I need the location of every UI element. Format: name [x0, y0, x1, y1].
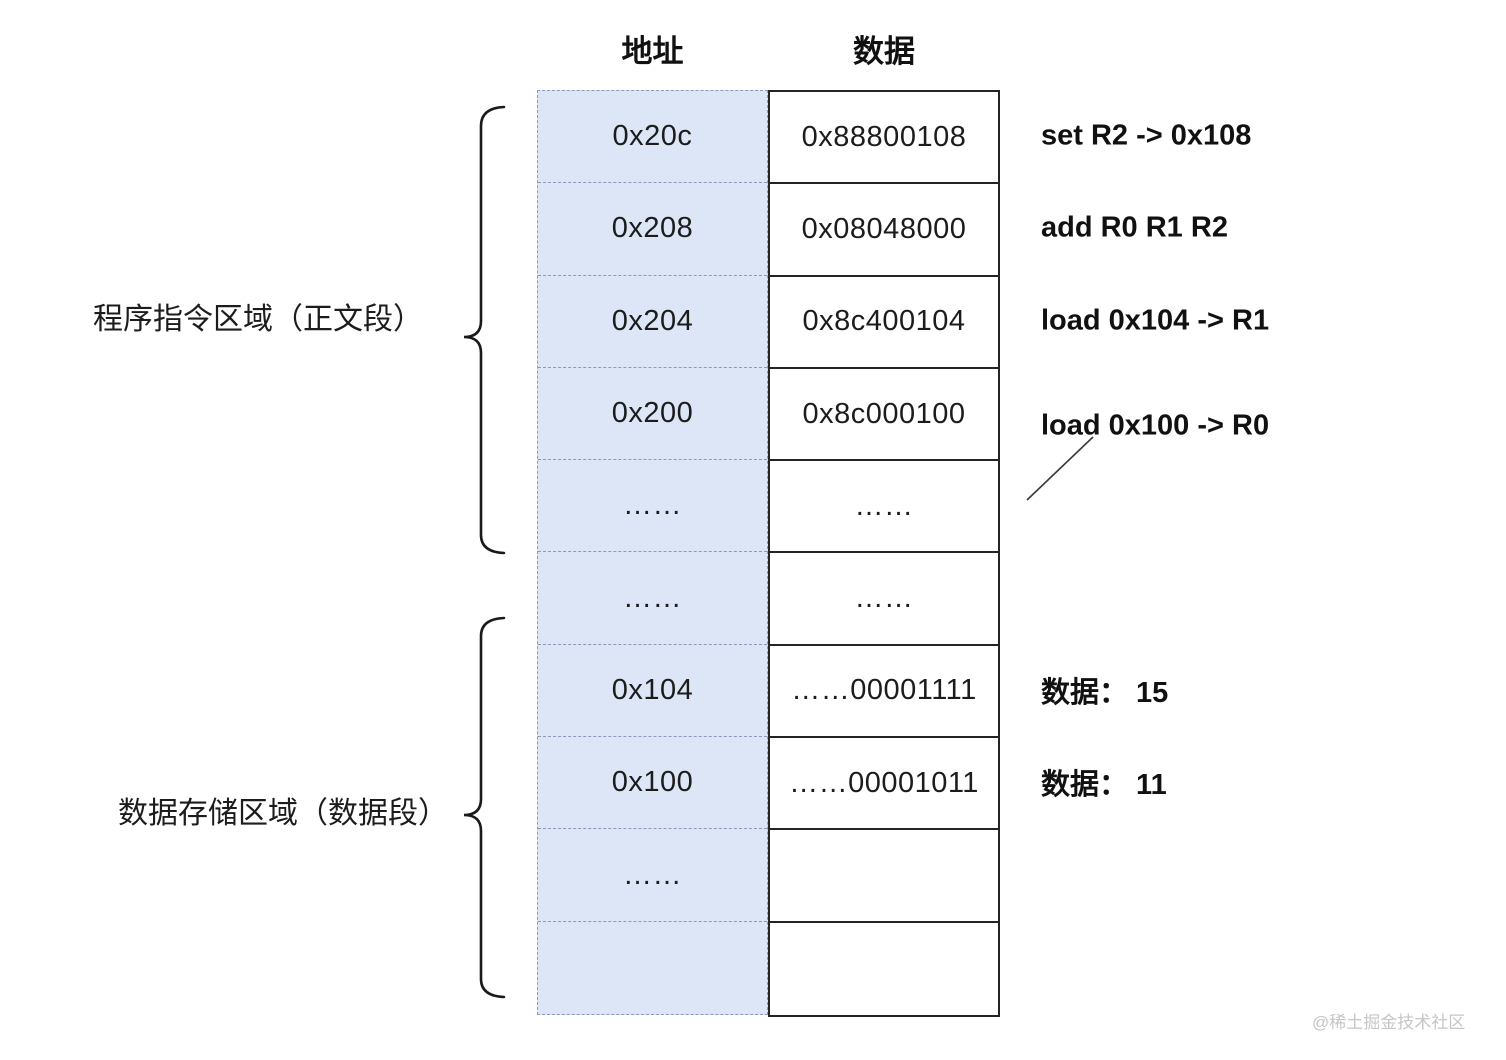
memory-data-cell: 0x08048000: [770, 184, 998, 277]
memory-address-cell: ……: [538, 829, 767, 922]
text-segment-label: 程序指令区域（正文段）: [93, 303, 423, 336]
row-annotation: add R0 R1 R2: [1041, 211, 1228, 244]
memory-data-cell: 0x8c400104: [770, 277, 998, 369]
memory-data-cell: ……: [770, 461, 998, 554]
memory-address-cell: 0x100: [538, 737, 767, 830]
memory-address-cell: ……: [538, 552, 767, 645]
memory-address-cell: 0x20c: [538, 91, 767, 184]
text-segment-brace: [463, 105, 506, 555]
memory-data-cell: ……: [770, 553, 998, 646]
leader-line: [1026, 436, 1094, 501]
memory-data-cell: 0x88800108: [770, 92, 998, 185]
row-annotation: 数据： 11: [1041, 769, 1167, 802]
memory-data-cell: ……00001111: [770, 646, 998, 739]
memory-address-cell: 0x204: [538, 276, 767, 368]
row-annotation: load 0x104 -> R1: [1041, 304, 1270, 337]
row-annotation: load 0x100 -> R0: [1041, 409, 1270, 442]
memory-address-cell: 0x200: [538, 368, 767, 461]
memory-data-cell: [770, 923, 998, 1015]
memory-address-cell: [538, 922, 767, 1014]
address-column-header: 地址: [621, 34, 684, 69]
row-annotation: set R2 -> 0x108: [1041, 119, 1252, 152]
memory-address-cell: ……: [538, 460, 767, 553]
memory-address-cell: 0x208: [538, 183, 767, 276]
memory-data-cell: 0x8c000100: [770, 369, 998, 462]
data-column-header: 数据: [853, 34, 915, 69]
watermark: @稀土掘金技术社区: [1312, 1013, 1466, 1032]
data-segment-brace: [463, 616, 506, 999]
row-annotation: 数据： 15: [1041, 676, 1169, 709]
memory-data-cell: [770, 830, 998, 923]
memory-address-cell: 0x104: [538, 645, 767, 738]
data-segment-label: 数据存储区域（数据段）: [118, 797, 448, 830]
memory-data-cell: ……00001011: [770, 738, 998, 831]
